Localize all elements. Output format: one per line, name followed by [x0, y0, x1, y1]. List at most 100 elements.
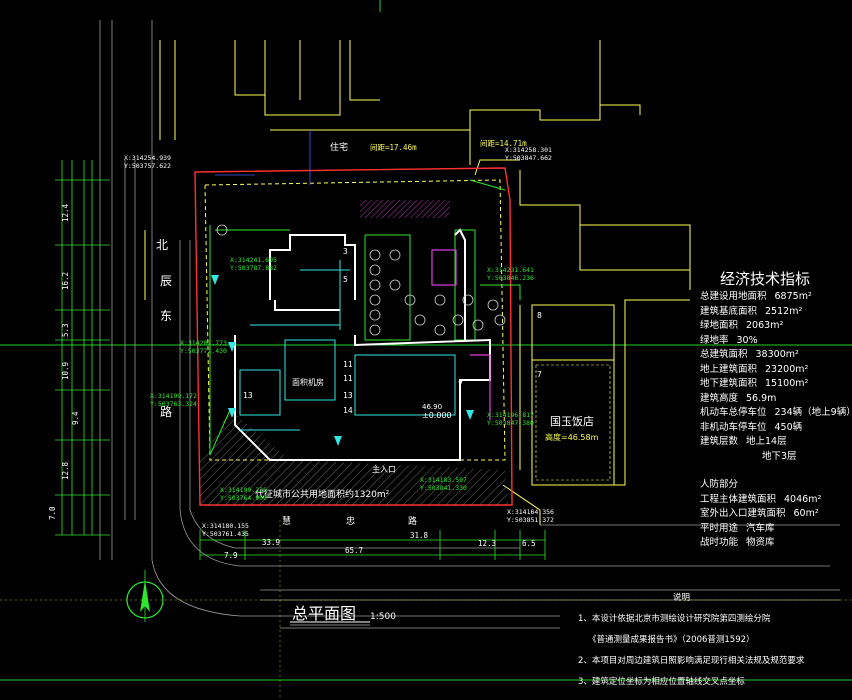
coord-y: Y:503847.662 [505, 154, 552, 162]
coord-x: X:314183.507 [420, 476, 467, 484]
spec-label: 机动车总停车位 [700, 407, 767, 418]
coord-y: Y:503846.236 [487, 274, 534, 282]
dim-value: 12.4 [61, 203, 70, 222]
notes-panel: 说明 1、本设计依据北京市测绘设计研究院第四测绘分院《普通测量成果报告书》（20… [578, 588, 804, 693]
spec-label: 绿地面积 [700, 320, 739, 331]
spec-label: 建筑基底面积 [700, 305, 758, 317]
blue-guide-lines [215, 130, 311, 185]
elevation-label: ±0.000 [422, 411, 452, 420]
spec-title: 经济技术指标 [720, 270, 811, 288]
civil-defense-label: 工程主体建筑面积 [700, 493, 777, 505]
spec-row: 绿地面积 2063m² [700, 319, 850, 334]
coord-y: Y:503772.430 [180, 347, 227, 355]
notes-items: 1、本设计依据北京市测绘设计研究院第四测绘分院《普通测量成果报告书》（2006普… [578, 609, 804, 693]
south-road-label-1: 慧 [282, 515, 291, 527]
floor-label: 13 [343, 391, 353, 400]
coord-x: X:314180.155 [202, 522, 249, 530]
floor-label: 5 [343, 275, 348, 284]
civil-defense-row: 室外出入口建筑面积 60m² [700, 507, 850, 522]
civil-defense-value: 60m² [793, 508, 819, 519]
coord-y: Y:503841.330 [420, 484, 467, 492]
parking-label: 面积机房 [292, 377, 324, 387]
floor-label: 7 [458, 380, 463, 389]
spec-value: 2512m² [765, 305, 803, 317]
note-item: 《普通测量成果报告书》（2006普测1592） [588, 635, 755, 645]
road-label-2: 辰 [160, 274, 172, 288]
note-item: 2、本项目对周边建筑日照影响满足现行相关法规及规范要求 [578, 656, 805, 666]
floor-label: 14 [343, 406, 353, 415]
civil-defense-value: 4046m² [784, 493, 822, 505]
bottom-dimension-values: 7.9 33.9 65.7 31.8 12.3 6.5 [224, 531, 536, 560]
hotel-label: 国玉饭店 [550, 414, 594, 428]
spec-value: 地上14层 [746, 436, 787, 447]
spec-row: 地下3层 [700, 450, 850, 465]
dim-value: 7.9 [224, 551, 238, 560]
spec-value: 2063m² [746, 320, 784, 331]
road-label-4: 路 [160, 404, 172, 419]
dim-value: 12.8 [61, 461, 70, 480]
civil-defense-label: 平时用途 [700, 522, 739, 534]
coord-y: Y:503761.435 [202, 530, 249, 538]
spec-value: 234辆（地上9辆） [774, 407, 852, 418]
floor-label: 3 [343, 247, 348, 256]
coord-x: X:314241.695 [230, 256, 277, 264]
spacing-label: 间距=14.71m [480, 139, 527, 148]
spec-value: 38300m² [755, 349, 799, 360]
hotel-hatch-border [535, 364, 611, 481]
spec-value: 6875m² [774, 291, 812, 302]
coord-x: X:314196.817 [487, 411, 534, 419]
spec-value: 地下3层 [762, 450, 797, 462]
red-property-line [194, 167, 513, 506]
civil-defense-label: 战时功能 [700, 537, 739, 548]
floor-count-labels: 3 5 11 11 7 13 13 14 8 7 [243, 247, 542, 415]
plan-title-main: 总平面图 [292, 604, 356, 623]
road-lines [99, 20, 840, 629]
dim-value: 10.9 [61, 362, 70, 380]
entry-markers [211, 275, 474, 446]
road-label-1: 北 [156, 238, 168, 252]
spec-label: 地上建筑面积 [700, 363, 758, 375]
coord-x: X:314199.226 [220, 486, 267, 494]
north-arrow-icon [126, 570, 164, 622]
spec-label: 非机动车停车位 [700, 421, 767, 433]
main-building-outline [234, 228, 491, 461]
civil-defense-label: 室外出入口建筑面积 [700, 508, 786, 519]
coord-x: X:314258.301 [505, 146, 552, 154]
floor-label: 11 [343, 374, 353, 383]
civil-defense-value: 物资库 [746, 537, 775, 548]
dim-value: 7.0 [48, 506, 57, 520]
civil-defense-row: 战时功能物资库 [700, 536, 850, 551]
spec-label: 地下建筑面积 [700, 378, 758, 389]
public-land-label: 代征城市公共用地面积约1320m² [255, 488, 390, 500]
left-dimension-lines [55, 160, 110, 536]
hotel-height-label: 高度=46.58m [545, 432, 599, 442]
dim-value: 12.3 [478, 539, 496, 548]
floor-label: 7 [537, 370, 542, 379]
spec-value: 15100m² [765, 378, 809, 389]
residential-label: 住宅 [330, 141, 348, 153]
drawing-frame [0, 0, 852, 681]
coord-y: Y:503757.622 [124, 162, 171, 170]
map-labels: 住宅 北 辰 东 路 慧 忠 路 国玉饭店 高度=46.58m 代征城市公共用地… [156, 141, 599, 527]
surrounding-buildings [144, 40, 691, 525]
floor-label: 8 [537, 311, 542, 320]
civil-defense-title: 人防部分 [700, 479, 739, 490]
hatched-public-land [200, 410, 508, 505]
floor-label: 11 [343, 360, 353, 369]
spec-label: 绿地率 [700, 334, 729, 346]
tree-symbols [216, 224, 506, 336]
plan-title-scale: 1:500 [370, 612, 396, 622]
spec-row: 机动车总停车位 234辆（地上9辆） [700, 406, 852, 421]
coord-y: Y:503851.372 [507, 516, 554, 524]
spec-label: 建筑高度 [700, 392, 739, 404]
magenta-hatch-zone [360, 200, 450, 218]
dim-value: 5.3 [61, 323, 70, 337]
dim-value: 16.2 [61, 272, 70, 290]
bottom-dimension-lines [199, 530, 546, 560]
